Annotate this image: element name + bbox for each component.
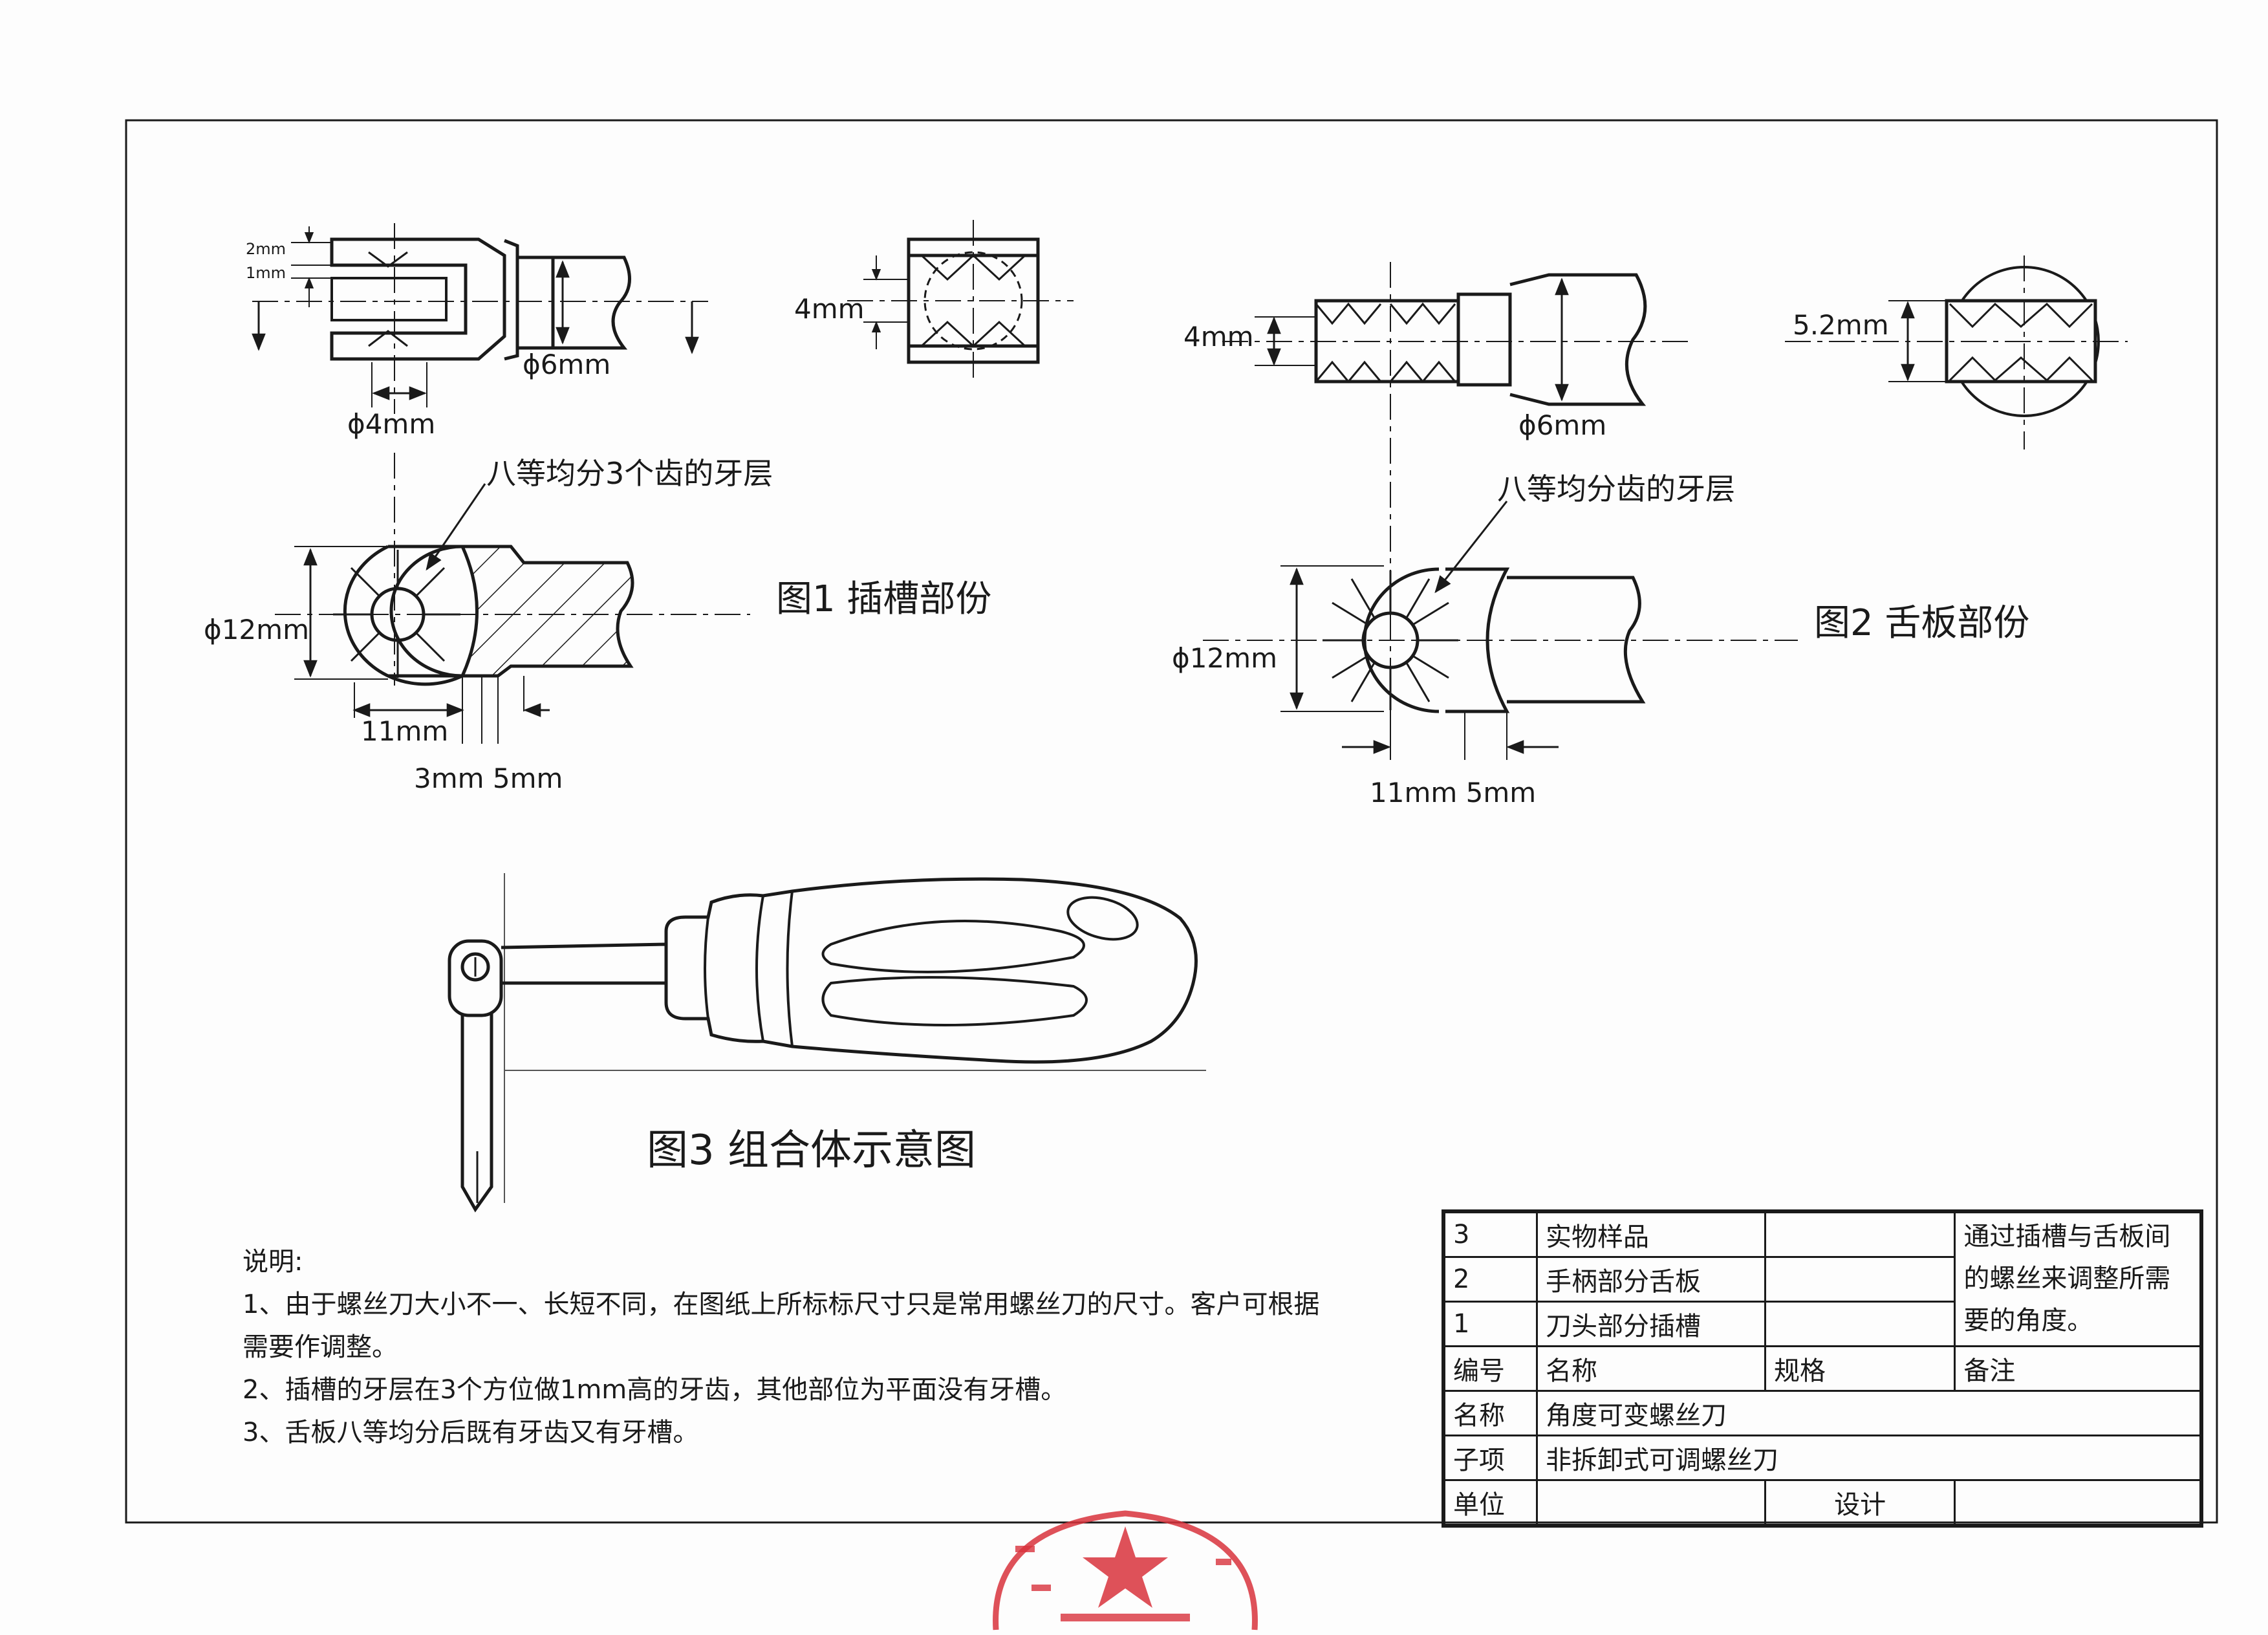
subitem-value: 非拆卸式可调螺丝刀 <box>1535 1435 2203 1481</box>
parts-row-2: 2 手柄部分舌板 <box>1442 1256 2201 1303</box>
figure1-slot-part <box>252 223 708 414</box>
dim-phi6-fig1: ϕ6mm <box>523 349 610 380</box>
unit-label: 单位 <box>1442 1479 1538 1527</box>
dim-phi6-fig2: ϕ6mm <box>1518 409 1606 441</box>
fig1-tooth-note: 八等均分3个齿的牙层 <box>486 456 773 491</box>
remark-cell: 通过插槽与舌板间的螺丝来调整所需要的角度。 <box>1954 1210 2203 1347</box>
dim-phi4: ϕ4mm <box>347 408 435 440</box>
notes-title: 说明: <box>243 1247 303 1277</box>
dim-1mm: 1mm <box>246 264 286 282</box>
figure3-assembly-sketch <box>448 873 1206 1213</box>
figure1-section-labels: 八等均分3个齿的牙层 ϕ12mm 11mm 3mm 5mm 图1 插槽部份 <box>204 456 991 794</box>
subitem-label: 子项 <box>1442 1435 1538 1481</box>
unit-row: 单位 设计 <box>1442 1479 2203 1527</box>
part-name-2: 手柄部分舌板 <box>1535 1256 1766 1303</box>
part-spec-2 <box>1764 1256 1956 1303</box>
dim-3mm-5mm: 3mm 5mm <box>414 763 563 794</box>
design-label: 设计 <box>1764 1479 1956 1527</box>
header-no: 编号 <box>1442 1345 1538 1392</box>
figure2-section-labels: 八等均分齿的牙层 ϕ12mm 11mm 5mm 图2 舌板部份 <box>1172 471 2029 808</box>
figure3-caption: 图3 组合体示意图 <box>647 1127 976 1175</box>
title-block: 3 实物样品 通过插槽与舌板间的螺丝来调整所需要的角度。 2 手柄部分舌板 1 … <box>1442 1209 2203 1528</box>
part-no-3: 3 <box>1442 1210 1538 1258</box>
dim-2mm: 2mm <box>246 240 286 258</box>
red-seal-stamp <box>993 1510 1258 1630</box>
header-name: 名称 <box>1535 1345 1766 1392</box>
figure2-side-view <box>1785 255 2128 449</box>
dim-5-2mm: 5.2mm <box>1793 309 1889 341</box>
part-name-3: 实物样品 <box>1535 1210 1766 1258</box>
header-row: 编号 名称 规格 备注 <box>1442 1345 2203 1392</box>
notes-section: 说明: 1、由于螺丝刀大小不一、长短不同，在图纸上所标标尺寸只是常用螺丝刀的尺寸… <box>243 1240 1342 1454</box>
part-spec-3 <box>1764 1210 1956 1258</box>
dim-11mm-fig1: 11mm <box>361 715 448 747</box>
figure1-dimension-labels: 2mm 1mm ϕ6mm ϕ4mm <box>246 240 610 440</box>
dim-4mm-fig1: 4mm <box>794 293 865 325</box>
part-spec-1 <box>1764 1301 1956 1347</box>
figure2-tongue-part <box>1222 262 1694 737</box>
dim-4mm-fig2: 4mm <box>1183 321 1254 352</box>
name-value: 角度可变螺丝刀 <box>1535 1390 2203 1436</box>
note-item-1: 1、由于螺丝刀大小不一、长短不同，在图纸上所标标尺寸只是常用螺丝刀的尺寸。客户可… <box>243 1290 1320 1362</box>
figure1-side-view <box>847 220 1074 382</box>
note-item-3: 3、舌板八等均分后既有牙齿又有牙槽。 <box>243 1418 699 1447</box>
unit-value <box>1535 1479 1766 1527</box>
header-remark: 备注 <box>1954 1345 2203 1392</box>
part-no-1: 1 <box>1442 1301 1538 1347</box>
figure1-caption: 图1 插槽部份 <box>776 578 991 620</box>
figure2-section-view <box>1203 501 1798 760</box>
figure2-caption: 图2 舌板部份 <box>1814 602 2029 644</box>
dim-phi12-fig1: ϕ12mm <box>204 614 309 645</box>
header-spec: 规格 <box>1764 1345 1956 1392</box>
figure1-section-view <box>275 453 750 744</box>
part-name-1: 刀头部分插槽 <box>1535 1301 1766 1347</box>
dim-phi12-fig2: ϕ12mm <box>1172 642 1277 674</box>
design-value <box>1954 1479 2203 1527</box>
name-label: 名称 <box>1442 1390 1538 1436</box>
parts-row-3: 3 实物样品 通过插槽与舌板间的螺丝来调整所需要的角度。 <box>1442 1210 2203 1347</box>
fig2-tooth-note: 八等均分齿的牙层 <box>1497 471 1735 506</box>
subitem-row: 子项 非拆卸式可调螺丝刀 <box>1442 1435 2203 1481</box>
part-no-2: 2 <box>1442 1256 1538 1303</box>
parts-row-1: 1 刀头部分插槽 <box>1442 1301 2201 1347</box>
note-item-2: 2、插槽的牙层在3个方位做1mm高的牙齿，其他部位为平面没有牙槽。 <box>243 1375 1067 1405</box>
name-row: 名称 角度可变螺丝刀 <box>1442 1390 2203 1436</box>
dim-11mm-5mm: 11mm 5mm <box>1370 777 1536 808</box>
